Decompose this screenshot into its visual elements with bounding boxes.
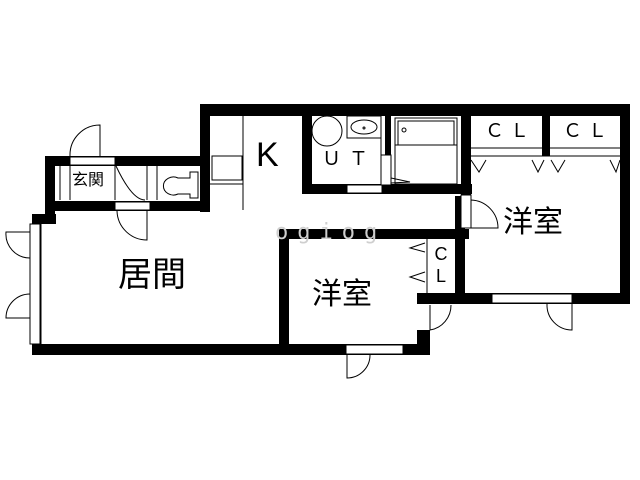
living-room-label: 居間 bbox=[118, 255, 186, 295]
closet-3-label: C L bbox=[434, 244, 448, 286]
unit-toilet-label: ＵＴ bbox=[322, 149, 377, 170]
western-room-1-label: 洋室 bbox=[503, 205, 563, 240]
windows bbox=[29, 156, 573, 355]
western-room-2-label: 洋室 bbox=[312, 277, 372, 312]
entrance-label: 玄関 bbox=[72, 170, 105, 189]
watermark: ogiog bbox=[275, 220, 387, 245]
fixtures bbox=[5, 115, 621, 379]
closet-1-label: ＣＬ bbox=[485, 120, 536, 142]
closet-2-label: ＣＬ bbox=[563, 120, 614, 142]
kitchen-label: K bbox=[256, 136, 279, 174]
